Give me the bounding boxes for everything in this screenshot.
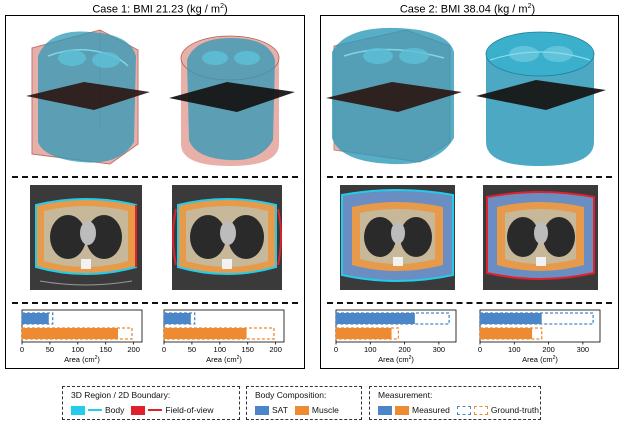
case1-divider-bottom	[12, 302, 298, 304]
measured-bar-sat	[336, 313, 415, 324]
measured-muscle-swatch	[395, 405, 409, 415]
x-tick-label: 0	[20, 345, 24, 354]
legend-region-title: 3D Region / 2D Boundary:	[71, 390, 171, 400]
measured-bar-muscle	[480, 328, 533, 339]
legend-composition: Body Composition: SAT Muscle	[246, 386, 362, 420]
measured-bar-sat	[480, 313, 542, 324]
x-tick-label: 300	[577, 345, 590, 354]
x-tick-label: 50	[46, 345, 54, 354]
x-tick-label: 100	[508, 345, 521, 354]
case1-ct-slice-box	[30, 185, 142, 290]
x-tick-label: 150	[99, 345, 112, 354]
case2-3d-cylinder-view	[476, 31, 606, 166]
fov-boundary-line	[148, 409, 163, 411]
x-tick-label: 50	[188, 345, 196, 354]
measured-bar-muscle	[164, 328, 247, 339]
legend-fov-label: Field-of-view	[165, 405, 214, 415]
x-axis-label: Area (cm2)	[378, 355, 414, 364]
sat-swatch	[255, 405, 269, 415]
x-tick-label: 100	[364, 345, 377, 354]
case2-ct-slice-box	[340, 185, 455, 290]
measured-bar-muscle	[22, 328, 118, 339]
case1-divider-top	[12, 176, 298, 178]
x-tick-label: 150	[241, 345, 254, 354]
x-tick-label: 0	[334, 345, 338, 354]
x-axis-label: Area (cm2)	[522, 355, 558, 364]
case2-panel	[320, 15, 619, 369]
x-axis-label: Area (cm2)	[64, 355, 100, 364]
case2-divider-bottom	[327, 302, 612, 304]
measured-bar-sat	[164, 313, 191, 324]
legend-composition-title: Body Composition:	[255, 390, 327, 400]
case2-divider-top	[327, 176, 612, 178]
x-tick-label: 200	[398, 345, 411, 354]
legend-measured-label: Measured	[412, 405, 450, 415]
body-region-swatch	[71, 405, 85, 415]
case2-title: Case 2: BMI 38.04 (kg / m2)	[399, 3, 536, 16]
legend-measurement-title: Measurement:	[378, 390, 433, 400]
legend-sat-label: SAT	[272, 405, 288, 415]
x-tick-label: 200	[269, 345, 282, 354]
x-tick-label: 0	[162, 345, 166, 354]
case1-panel	[5, 15, 305, 369]
x-axis-label: Area (cm2)	[206, 355, 242, 364]
gt-sat-swatch	[456, 405, 471, 415]
legend-gt-label: Ground-truth	[490, 405, 540, 415]
case1-title: Case 1: BMI 21.23 (kg / m2)	[92, 3, 228, 16]
x-tick-label: 200	[542, 345, 555, 354]
legend-measurement: Measurement: Measured Ground-truth	[369, 386, 541, 420]
measured-bar-muscle	[336, 328, 392, 339]
legend-region: 3D Region / 2D Boundary: Body Field-of-v…	[62, 386, 240, 420]
muscle-swatch	[294, 405, 309, 415]
x-tick-label: 100	[72, 345, 85, 354]
legend-body-label: Body	[105, 405, 125, 415]
case1-ct-slice-cylinder	[172, 185, 282, 290]
case1-3d-cylinder-view	[169, 35, 295, 166]
x-tick-label: 200	[127, 345, 140, 354]
fov-region-swatch	[131, 405, 146, 415]
legend-muscle-label: Muscle	[311, 405, 339, 415]
case1-3d-box-view	[26, 29, 150, 165]
measured-sat-swatch	[378, 405, 392, 415]
case2-3d-box-view	[326, 27, 462, 165]
gt-muscle-swatch	[473, 405, 488, 415]
case2-ct-slice-cylinder	[483, 185, 598, 290]
body-boundary-line	[88, 409, 102, 411]
x-tick-label: 100	[214, 345, 227, 354]
x-tick-label: 0	[478, 345, 482, 354]
x-tick-label: 300	[433, 345, 446, 354]
measured-bar-sat	[22, 313, 49, 324]
